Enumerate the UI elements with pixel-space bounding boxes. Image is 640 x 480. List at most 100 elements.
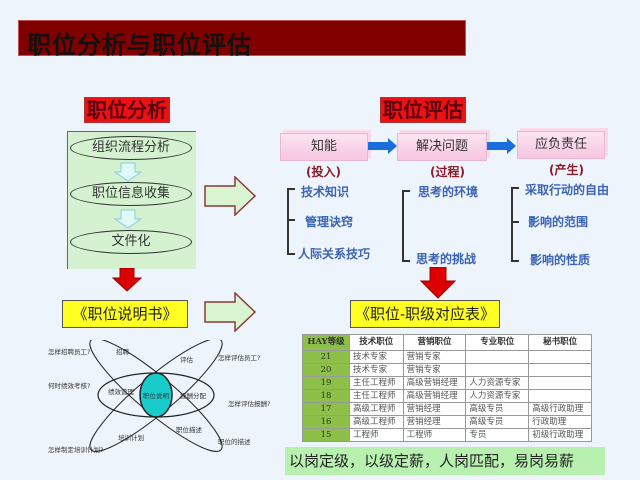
table-cell: 20 — [302, 363, 350, 377]
inner-label: 招聘 — [116, 347, 130, 356]
item: 影响的范围 — [528, 215, 589, 229]
right-arrow-icon — [204, 176, 256, 216]
table-cell — [465, 363, 530, 377]
outer-label: 职位的描述 — [218, 437, 251, 446]
table-cell — [528, 350, 592, 364]
table-cell: 高级营销经理 — [402, 389, 467, 403]
table-cell: 技术专家 — [349, 350, 404, 364]
table-cell: 主任工程师 — [349, 389, 404, 403]
table-cell: 人力资源专家 — [465, 376, 530, 390]
table-cell: 营销专家 — [402, 363, 467, 377]
item: 思考的挑战 — [416, 252, 477, 266]
table-cell: 营销经理 — [402, 402, 467, 416]
header-cell: 技术职位 — [349, 334, 404, 351]
table-cell: 高级专员 — [465, 402, 530, 416]
table-cell: 21 — [302, 350, 350, 364]
red-down-arrow-icon — [112, 268, 142, 292]
factor-problem-solving: 解决问题 — [397, 133, 487, 161]
outer-label: 怎样制定培训计划? — [48, 445, 103, 454]
factor-know-how: 知能 — [280, 133, 368, 161]
table-cell — [528, 363, 592, 377]
factor-accountability: 应负责任 — [517, 131, 605, 159]
evaluation-label: 职位评估 — [380, 97, 466, 123]
down-arrow-icon — [113, 162, 143, 182]
blue-right-arrow-icon — [487, 138, 516, 154]
table-cell: 高级专员 — [465, 415, 530, 429]
grade-table-title: 《职位-职级对应表》 — [350, 300, 500, 328]
header-cell: 专业职位 — [465, 334, 530, 351]
table-cell: 18 — [302, 389, 350, 403]
table-cell: 专员 — [465, 428, 530, 442]
table-cell: 主任工程师 — [349, 376, 404, 390]
table-cell: 16 — [302, 415, 350, 429]
table-cell: 高级工程师 — [349, 402, 404, 416]
table-cell: 营销经理 — [402, 415, 467, 429]
summary-banner: 以岗定级，以级定薪，人岗匹配，易岗易薪 — [285, 447, 605, 475]
table-cell — [465, 350, 530, 364]
outer-label: 何时绩效考核? — [48, 381, 90, 390]
step-org-process: 组织流程分析 — [70, 136, 192, 160]
red-down-arrow-icon — [420, 267, 456, 299]
job-description-uses-diagram: 职位说明 招聘 评估 绩效管理 报酬分配 培训计划 职位描述 怎样招聘员工? 怎… — [48, 340, 270, 454]
center-label: 职位说明 — [143, 391, 170, 400]
outer-label: 怎样招聘员工? — [48, 347, 90, 356]
step-info-collect: 职位信息收集 — [70, 182, 192, 206]
step-documentation: 文件化 — [70, 230, 192, 254]
table-cell: 高级行政助理 — [528, 402, 592, 416]
item: 管理诀窍 — [305, 215, 354, 229]
outer-label: 怎样评估员工? — [218, 353, 260, 362]
item: 思考的环境 — [418, 185, 479, 199]
table-cell — [528, 389, 592, 403]
table-cell: 15 — [302, 428, 350, 442]
table-cell: 初级行政助理 — [528, 428, 592, 442]
table-cell: 技术专家 — [349, 363, 404, 377]
table-cell: 17 — [302, 402, 350, 416]
analysis-steps-box: 组织流程分析 职位信息收集 文件化 — [67, 131, 196, 269]
table-cell: 高级工程师 — [349, 415, 404, 429]
inner-label: 培训计划 — [118, 433, 144, 442]
right-arrow-icon — [204, 292, 256, 332]
bracket-tick — [511, 221, 519, 223]
bracket-tick — [287, 219, 295, 221]
center-node — [139, 372, 173, 418]
header-cell: 秘书职位 — [528, 334, 592, 351]
table-cell: 19 — [302, 376, 350, 390]
inner-label: 绩效管理 — [108, 387, 135, 396]
title-bar: 职位分析与职位评估 — [18, 20, 466, 59]
table-cell: 工程师 — [349, 428, 404, 442]
header-cell: HAY等级 — [302, 334, 350, 351]
table-cell — [528, 376, 592, 390]
inner-label: 报酬分配 — [180, 391, 207, 400]
inner-label: 评估 — [180, 355, 194, 364]
outer-label: 怎样评估报酬? — [228, 399, 270, 408]
page-title: 职位分析与职位评估 — [27, 31, 252, 59]
table-header-row: HAY等级 技术职位 营销职位 专业职位 秘书职位 — [302, 334, 592, 351]
inner-label: 职位描述 — [176, 425, 203, 434]
table-cell: 高级营销经理 — [402, 376, 467, 390]
stage-output: (产生) — [549, 163, 584, 177]
bracket — [511, 187, 519, 262]
item: 技术知识 — [301, 185, 350, 199]
table-cell: 营销专家 — [402, 350, 467, 364]
blue-right-arrow-icon — [368, 138, 397, 154]
stage-process: (过程) — [430, 165, 465, 179]
analysis-label: 职位分析 — [84, 97, 170, 123]
header-cell: 营销职位 — [402, 334, 467, 351]
table-cell: 行政助理 — [528, 415, 592, 429]
bracket — [287, 188, 295, 255]
item: 人际关系技巧 — [298, 247, 371, 261]
job-description-box: 《职位说明书》 — [62, 300, 188, 328]
bracket — [402, 190, 410, 262]
item: 影响的性质 — [530, 253, 591, 267]
table-cell: 工程师 — [402, 428, 467, 442]
stage-input: (投入) — [306, 165, 341, 179]
table-cell: 人力资源专家 — [465, 389, 530, 403]
